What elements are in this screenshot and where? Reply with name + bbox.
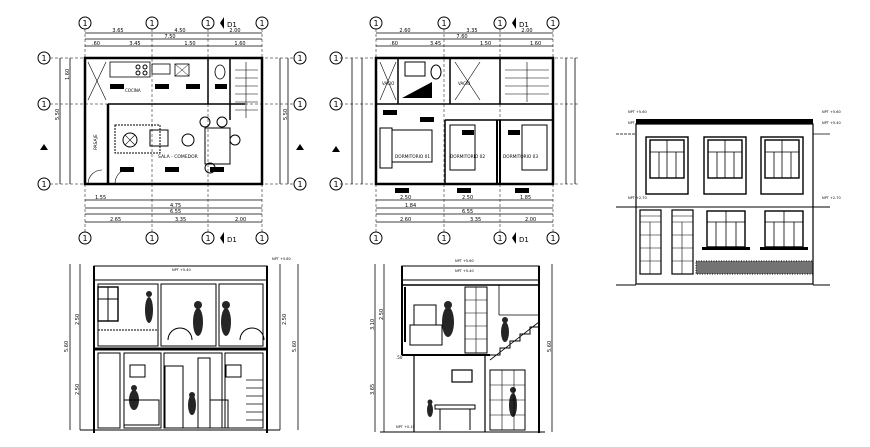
svg-text:NPT +5.40: NPT +5.40: [628, 121, 647, 125]
svg-text:1: 1: [82, 234, 87, 243]
svg-text:2.50: 2.50: [379, 309, 385, 320]
svg-text:5.50: 5.50: [283, 109, 289, 120]
room-label: VACIO: [382, 81, 394, 86]
svg-text:1: 1: [205, 234, 210, 243]
svg-text:3.65: 3.65: [370, 384, 376, 395]
svg-text:2.50: 2.50: [282, 314, 288, 325]
svg-text:1: 1: [297, 100, 302, 109]
svg-text:NPT +0.15: NPT +0.15: [396, 425, 415, 429]
svg-text:1: 1: [333, 54, 338, 63]
svg-text:2.50: 2.50: [400, 195, 411, 201]
svg-text:5.60: 5.60: [547, 341, 553, 352]
svg-text:1: 1: [205, 19, 210, 28]
svg-text:1: 1: [333, 100, 338, 109]
svg-text:2.50: 2.50: [462, 195, 473, 201]
svg-text:1: 1: [41, 100, 46, 109]
svg-text:2.50: 2.50: [75, 314, 81, 325]
room-label: DORMITORIO 01: [395, 154, 430, 160]
svg-text:3.10: 3.10: [370, 319, 376, 330]
room-label: VACIO: [458, 81, 470, 86]
svg-text:3.35: 3.35: [175, 217, 186, 223]
room-label: DORMITORIO 03: [503, 154, 538, 160]
svg-text:1: 1: [497, 19, 502, 28]
svg-text:1.84: 1.84: [405, 203, 416, 209]
section-a: NPT +5.40 NPT +5.60 5.60 2.50 2.50 5.60 …: [64, 257, 299, 433]
svg-text:.50: .50: [396, 355, 403, 360]
svg-text:D1: D1: [519, 21, 529, 29]
svg-text:6.55: 6.55: [170, 209, 181, 215]
svg-text:2.00: 2.00: [525, 217, 536, 223]
svg-text:1: 1: [373, 234, 378, 243]
svg-text:1.50: 1.50: [480, 41, 491, 47]
svg-text:1: 1: [550, 19, 555, 28]
svg-text:5.60: 5.60: [64, 341, 70, 352]
svg-text:3.35: 3.35: [470, 217, 481, 223]
svg-text:2.50: 2.50: [75, 384, 81, 395]
svg-text:1: 1: [82, 19, 87, 28]
svg-text:1: 1: [373, 19, 378, 28]
svg-text:1.85: 1.85: [520, 195, 531, 201]
svg-text:.60: .60: [390, 41, 398, 47]
svg-text:1.60: 1.60: [234, 41, 245, 47]
svg-text:NPT +2.70: NPT +2.70: [822, 196, 841, 200]
stone-base-hatch: [696, 261, 813, 274]
svg-text:1: 1: [41, 54, 46, 63]
svg-text:.60: .60: [92, 41, 100, 47]
section-marker: D1: [220, 17, 237, 29]
svg-text:7.60: 7.60: [456, 34, 467, 40]
svg-text:2.00: 2.00: [235, 217, 246, 223]
svg-text:6.55: 6.55: [462, 209, 473, 215]
svg-text:2.60: 2.60: [399, 28, 410, 34]
front-elevation: NPT +5.60 NPT +5.40 NPT +2.70 NPT +5.60 …: [616, 110, 841, 286]
svg-text:NPT +5.60: NPT +5.60: [272, 257, 291, 261]
svg-text:1: 1: [259, 234, 264, 243]
room-label: SALA - COMEDOR: [158, 154, 198, 160]
svg-text:7.50: 7.50: [164, 34, 175, 40]
svg-text:1: 1: [41, 180, 46, 189]
svg-text:5.60: 5.60: [292, 341, 298, 352]
svg-text:1.60: 1.60: [530, 41, 541, 47]
svg-text:1.60: 1.60: [65, 69, 71, 80]
svg-text:4.75: 4.75: [170, 203, 181, 209]
svg-text:5.50: 5.50: [55, 109, 61, 120]
svg-text:3.45: 3.45: [129, 41, 140, 47]
svg-text:1: 1: [550, 234, 555, 243]
svg-text:2.60: 2.60: [400, 217, 411, 223]
svg-text:1: 1: [259, 19, 264, 28]
room-label: DORMITORIO 02: [450, 154, 485, 160]
svg-text:NPT +5.40: NPT +5.40: [455, 269, 474, 273]
svg-text:2.00: 2.00: [521, 28, 532, 34]
svg-text:1: 1: [149, 234, 154, 243]
svg-text:1: 1: [333, 180, 338, 189]
svg-text:NPT +5.40: NPT +5.40: [822, 121, 841, 125]
svg-text:1.55: 1.55: [95, 195, 106, 201]
svg-text:3.35: 3.35: [466, 28, 477, 34]
svg-text:3.45: 3.45: [430, 41, 441, 47]
room-label: COCINA: [125, 88, 141, 93]
svg-text:1: 1: [297, 180, 302, 189]
svg-text:2.65: 2.65: [110, 217, 121, 223]
svg-text:2.00: 2.00: [229, 28, 240, 34]
svg-text:NPT +5.60: NPT +5.60: [822, 110, 841, 114]
svg-text:D1: D1: [227, 21, 237, 29]
svg-text:D1: D1: [519, 236, 529, 244]
svg-text:NPT +5.60: NPT +5.60: [628, 110, 647, 114]
svg-text:1: 1: [497, 234, 502, 243]
svg-text:D1: D1: [227, 236, 237, 244]
svg-text:1: 1: [441, 234, 446, 243]
svg-text:1: 1: [149, 19, 154, 28]
svg-text:1: 1: [441, 19, 446, 28]
first-floor-plan: 1 1 1 1 D1 3.65 4.50 2.00 7.50 .60 3.45 …: [37, 16, 307, 245]
svg-text:4.50: 4.50: [174, 28, 185, 34]
room-label: PASAJE: [93, 134, 99, 150]
svg-text:1: 1: [297, 54, 302, 63]
svg-text:3.65: 3.65: [112, 28, 123, 34]
svg-text:NPT +5.60: NPT +5.60: [455, 259, 474, 263]
svg-text:NPT +2.70: NPT +2.70: [628, 196, 647, 200]
svg-text:1.50: 1.50: [184, 41, 195, 47]
second-floor-plan: 1 1 1 1 D1 2.60 3.35 2.00 7.60 .60 3.45 …: [329, 16, 580, 245]
svg-text:NPT +5.40: NPT +5.40: [172, 268, 191, 272]
section-b: NPT +5.60 NPT +5.40 NPT +0.15 3.10 3.65 …: [370, 259, 553, 433]
